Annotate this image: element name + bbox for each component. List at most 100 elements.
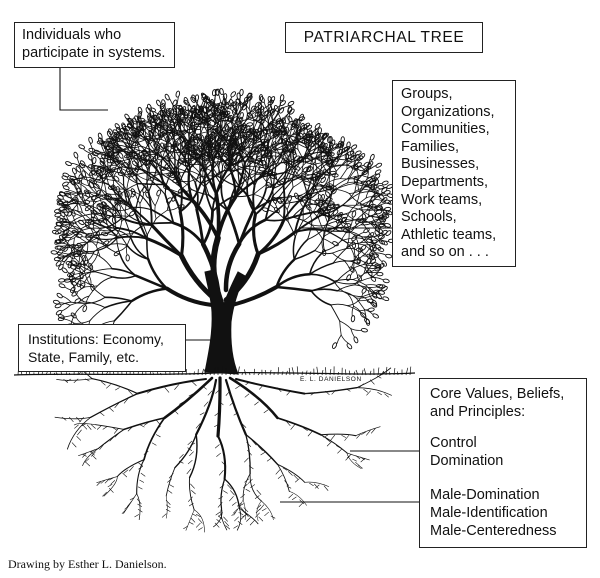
root-hair <box>167 478 172 483</box>
leaf <box>293 118 299 126</box>
root-hair <box>188 496 193 502</box>
branch <box>183 119 186 134</box>
root <box>355 426 381 437</box>
root-hair <box>108 477 114 481</box>
root <box>136 493 141 521</box>
leaf <box>277 118 284 125</box>
branch <box>335 281 358 285</box>
leaf <box>260 138 268 144</box>
leaf <box>322 142 328 150</box>
branch <box>295 170 304 178</box>
leaf <box>68 274 74 282</box>
leaf <box>177 108 183 116</box>
root-hair <box>86 424 92 430</box>
root <box>136 378 207 395</box>
branch <box>336 290 357 299</box>
root <box>346 452 362 469</box>
leaf <box>329 170 337 176</box>
leaf <box>99 203 106 210</box>
branch <box>80 167 92 178</box>
root-hair <box>379 371 385 376</box>
leaf <box>381 197 388 203</box>
branch <box>234 156 238 172</box>
branch <box>272 167 289 189</box>
root-hair <box>376 375 382 379</box>
leaf <box>84 190 91 198</box>
leaf <box>368 185 376 190</box>
root-hair <box>290 424 296 430</box>
root-hair <box>218 496 223 500</box>
branch <box>150 160 165 184</box>
root-hair <box>270 515 276 519</box>
grass-blade <box>388 371 391 376</box>
root-hair <box>63 378 68 383</box>
branch <box>76 286 86 293</box>
leaf <box>184 157 192 163</box>
grass-blade <box>277 367 279 376</box>
branch <box>336 152 344 160</box>
leaf <box>375 244 382 250</box>
leaf <box>104 194 111 200</box>
leaf <box>281 146 289 153</box>
leaf <box>350 144 358 150</box>
root-hair <box>229 401 235 406</box>
branch <box>314 235 326 251</box>
branch <box>367 208 377 211</box>
leaf <box>132 117 137 125</box>
branch <box>203 167 208 188</box>
branch <box>314 250 333 255</box>
branch <box>120 147 133 156</box>
grass-blade <box>309 371 312 376</box>
branch <box>83 271 97 274</box>
leaf <box>234 131 240 139</box>
branch <box>308 273 335 282</box>
branch <box>118 245 128 252</box>
branch <box>139 217 148 236</box>
branch <box>84 178 96 184</box>
branch <box>308 151 323 155</box>
branch <box>243 143 254 151</box>
leaf <box>116 159 124 165</box>
leaf <box>310 158 316 165</box>
leaf <box>267 96 273 104</box>
root-hair <box>165 508 171 512</box>
branch <box>214 109 224 121</box>
root-hair <box>244 478 249 483</box>
branch <box>237 209 255 246</box>
root-hair <box>275 469 281 475</box>
grass-blade <box>237 366 240 376</box>
leaf <box>76 262 82 270</box>
leaf <box>360 327 368 333</box>
groups-line-1: Groups, <box>401 86 453 102</box>
branch <box>308 250 326 276</box>
branch <box>371 216 377 227</box>
branch <box>119 203 130 217</box>
leaf <box>370 176 378 181</box>
leaf <box>293 165 301 171</box>
branch <box>282 176 297 180</box>
leaf <box>53 256 61 262</box>
branch <box>108 235 119 243</box>
leaf <box>273 130 280 137</box>
leaf <box>61 175 69 181</box>
leaf <box>361 287 367 294</box>
root-hair <box>248 465 254 470</box>
leaf <box>194 153 202 159</box>
leaf <box>104 152 110 160</box>
leaf <box>370 258 377 265</box>
leaf <box>147 103 152 111</box>
branch <box>350 257 357 270</box>
branch <box>342 159 351 166</box>
leaf <box>76 280 82 288</box>
leaf <box>345 157 353 163</box>
branch <box>114 180 128 193</box>
branch <box>303 189 316 201</box>
root <box>220 507 228 531</box>
branch <box>112 274 137 279</box>
leaf <box>375 293 382 300</box>
root <box>136 459 145 495</box>
leaf <box>53 208 62 214</box>
root-hair <box>189 451 194 457</box>
leaf <box>368 232 375 238</box>
root-hair <box>288 471 293 476</box>
